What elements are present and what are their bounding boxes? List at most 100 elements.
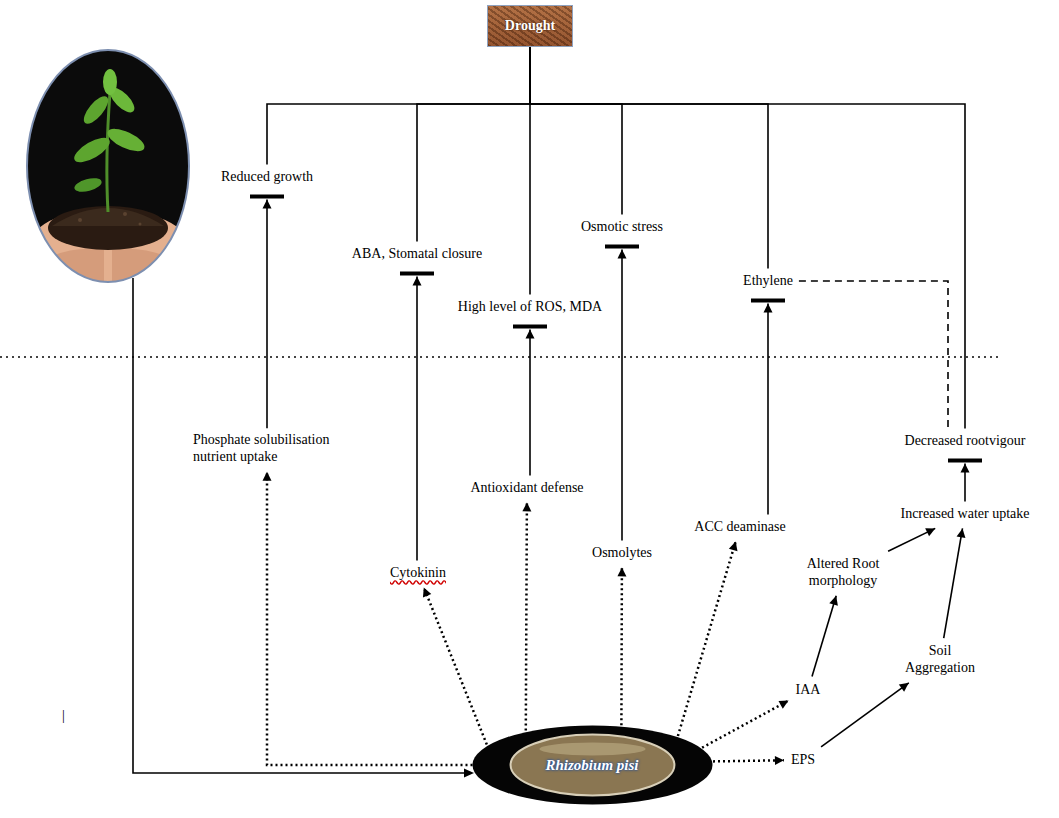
text-node: Altered Root morphology xyxy=(790,554,896,592)
connector-line xyxy=(821,683,909,747)
node-text: Phosphate solubilisation nutrient uptake xyxy=(193,432,353,466)
arrow-head xyxy=(763,303,772,312)
connector-line xyxy=(266,199,268,428)
text-node: Osmolytes xyxy=(589,543,655,564)
connector xyxy=(605,246,639,540)
connector-line xyxy=(529,329,531,475)
inhibition-bar xyxy=(400,271,434,275)
connector xyxy=(821,683,909,747)
dotted-connector xyxy=(522,502,531,730)
node-text: Osmolytes xyxy=(592,545,652,562)
connector-line xyxy=(713,760,784,761)
text-node: Soil Aggregation xyxy=(892,641,988,679)
node-text: Altered Root morphology xyxy=(793,556,893,590)
arrow-head xyxy=(618,249,627,258)
connector-line xyxy=(620,567,623,725)
text-node: EPS xyxy=(788,750,818,771)
text-node: Reduced growth xyxy=(218,167,316,188)
dotted-connector xyxy=(423,587,487,744)
text-node: ACC deaminase xyxy=(691,517,788,538)
connector-line xyxy=(812,596,836,677)
connector xyxy=(417,47,530,242)
node-text: Osmotic stress xyxy=(581,219,663,236)
node-text: Rhizobium pisi xyxy=(546,756,639,774)
connector-line xyxy=(530,47,622,215)
connector xyxy=(944,528,966,638)
node-text: ACC deaminase xyxy=(694,519,785,536)
connector-line xyxy=(424,587,487,744)
bacterial-streak xyxy=(539,743,645,756)
connector xyxy=(530,47,622,215)
text-node: Ethylene xyxy=(740,271,796,292)
connector xyxy=(530,47,965,429)
dotted-connector xyxy=(263,472,473,765)
connector-line xyxy=(944,528,963,638)
arrow-head xyxy=(957,528,966,538)
connector-line xyxy=(417,47,530,242)
connector-line xyxy=(530,47,768,269)
text-node: ABA, Stomatal closure xyxy=(349,244,485,265)
text-node: Phosphate solubilisation nutrient uptake xyxy=(190,430,356,468)
connector xyxy=(812,596,838,677)
arrow-head xyxy=(925,528,935,536)
inhibition-bar xyxy=(751,298,785,302)
connector-line xyxy=(526,502,527,730)
node-text: Ethylene xyxy=(743,273,793,290)
node-text: High level of ROS, MDA xyxy=(458,299,602,316)
connector xyxy=(513,326,547,475)
connector-line xyxy=(621,249,623,540)
arrow-head xyxy=(829,596,838,606)
connector xyxy=(250,196,284,428)
arrow-head xyxy=(263,199,272,208)
connector-line xyxy=(267,472,473,765)
connector-line xyxy=(799,281,948,429)
node-text: Soil Aggregation xyxy=(895,643,985,677)
plant-photo xyxy=(20,45,200,292)
dotted-connector xyxy=(713,756,784,765)
text-node: Antioxidant defense xyxy=(467,478,586,499)
arrow-head xyxy=(617,567,626,576)
connector-line xyxy=(416,276,418,560)
inhibition-bar xyxy=(948,458,982,462)
text-node: Cytokinin xyxy=(387,563,449,584)
divider-line xyxy=(0,356,1000,358)
connector xyxy=(530,47,768,269)
inhibition-bar xyxy=(250,194,284,198)
stray-mark: | xyxy=(62,708,65,724)
connector-line xyxy=(530,47,965,429)
connector-line xyxy=(767,303,769,514)
node-text: Drought xyxy=(505,18,555,35)
dotted-connector xyxy=(678,541,738,736)
connector-line xyxy=(267,47,530,165)
node-text: Antioxidant defense xyxy=(470,480,583,497)
dashed-connector xyxy=(799,281,948,429)
petri-dish xyxy=(510,735,674,796)
arrow-head xyxy=(522,502,531,511)
node-text: Reduced growth xyxy=(221,169,313,186)
node-text: ABA, Stomatal closure xyxy=(352,246,482,263)
node-text: Increased water uptake xyxy=(900,506,1029,523)
text-node: IAA xyxy=(793,680,824,701)
arrow-head xyxy=(899,683,909,692)
arrow-head xyxy=(412,276,421,285)
arrow-head xyxy=(263,472,272,481)
node-text: Decreased rootvigour xyxy=(905,433,1026,450)
arrow-head xyxy=(464,769,474,778)
arrow-head xyxy=(423,587,431,597)
text-node: Increased water uptake xyxy=(897,504,1032,525)
arrow-head xyxy=(526,329,535,338)
node-text: IAA xyxy=(796,682,821,699)
connector xyxy=(888,528,935,551)
text-node: Osmotic stress xyxy=(578,217,666,238)
photo-frame xyxy=(27,50,189,282)
inhibition-bar xyxy=(605,244,639,248)
arrow-head xyxy=(729,541,738,551)
drought-box: Drought xyxy=(487,5,573,47)
dotted-connector xyxy=(617,567,626,725)
arrow-head xyxy=(775,756,784,765)
connector-line xyxy=(702,701,788,748)
connector-line xyxy=(678,541,736,736)
dotted-connector xyxy=(702,701,788,748)
bacterium-ellipse: Rhizobium pisi xyxy=(472,725,713,805)
